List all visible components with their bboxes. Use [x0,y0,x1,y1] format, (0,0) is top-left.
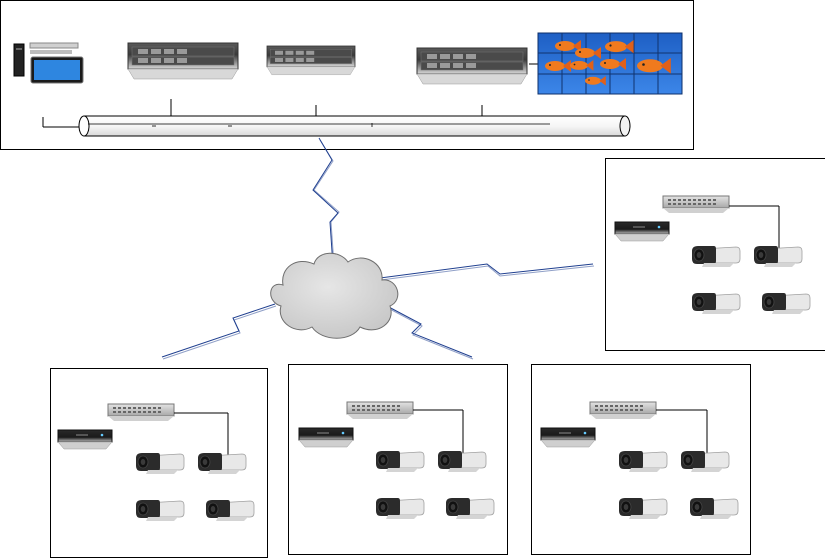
network-switch-icon [662,195,730,214]
rack-server-icon [127,42,239,80]
remote-site-east [605,158,825,351]
link-to-central [312,137,339,267]
bullet-camera-icon [753,245,803,268]
bullet-camera-icon [375,497,425,520]
nvr-icon [298,427,354,448]
network-cloud-icon [270,252,399,339]
bullet-camera-icon [205,499,255,522]
bullet-camera-icon [197,452,247,475]
nvr-icon [57,429,113,450]
bullet-camera-icon [691,245,741,268]
bullet-camera-icon [680,450,730,473]
bullet-camera-icon [761,292,811,315]
bullet-camera-icon [445,497,495,520]
video-wall-icon [537,32,683,95]
rack-server-icon [416,47,528,85]
bullet-camera-icon [618,497,668,520]
network-switch-icon [346,401,414,420]
remote-site-south [288,364,508,555]
wan-links [161,137,595,360]
remote-site-southwest [50,368,268,558]
nvr-icon [540,427,596,448]
nvr-icon [614,221,670,242]
link-to-south [384,304,473,358]
network-switch-icon [589,401,657,420]
bullet-camera-icon [618,450,668,473]
network-bus [42,115,631,137]
link-to-east [379,263,594,279]
bullet-camera-icon [135,452,185,475]
rack-server-icon [266,45,356,76]
bullet-camera-icon [689,497,739,520]
pc-workstation-icon [13,42,84,84]
remote-site-southeast [531,364,751,555]
network-switch-icon [107,403,175,422]
bullet-camera-icon [375,450,425,473]
bullet-camera-icon [135,499,185,522]
bullet-camera-icon [437,450,487,473]
bullet-camera-icon [691,292,741,315]
